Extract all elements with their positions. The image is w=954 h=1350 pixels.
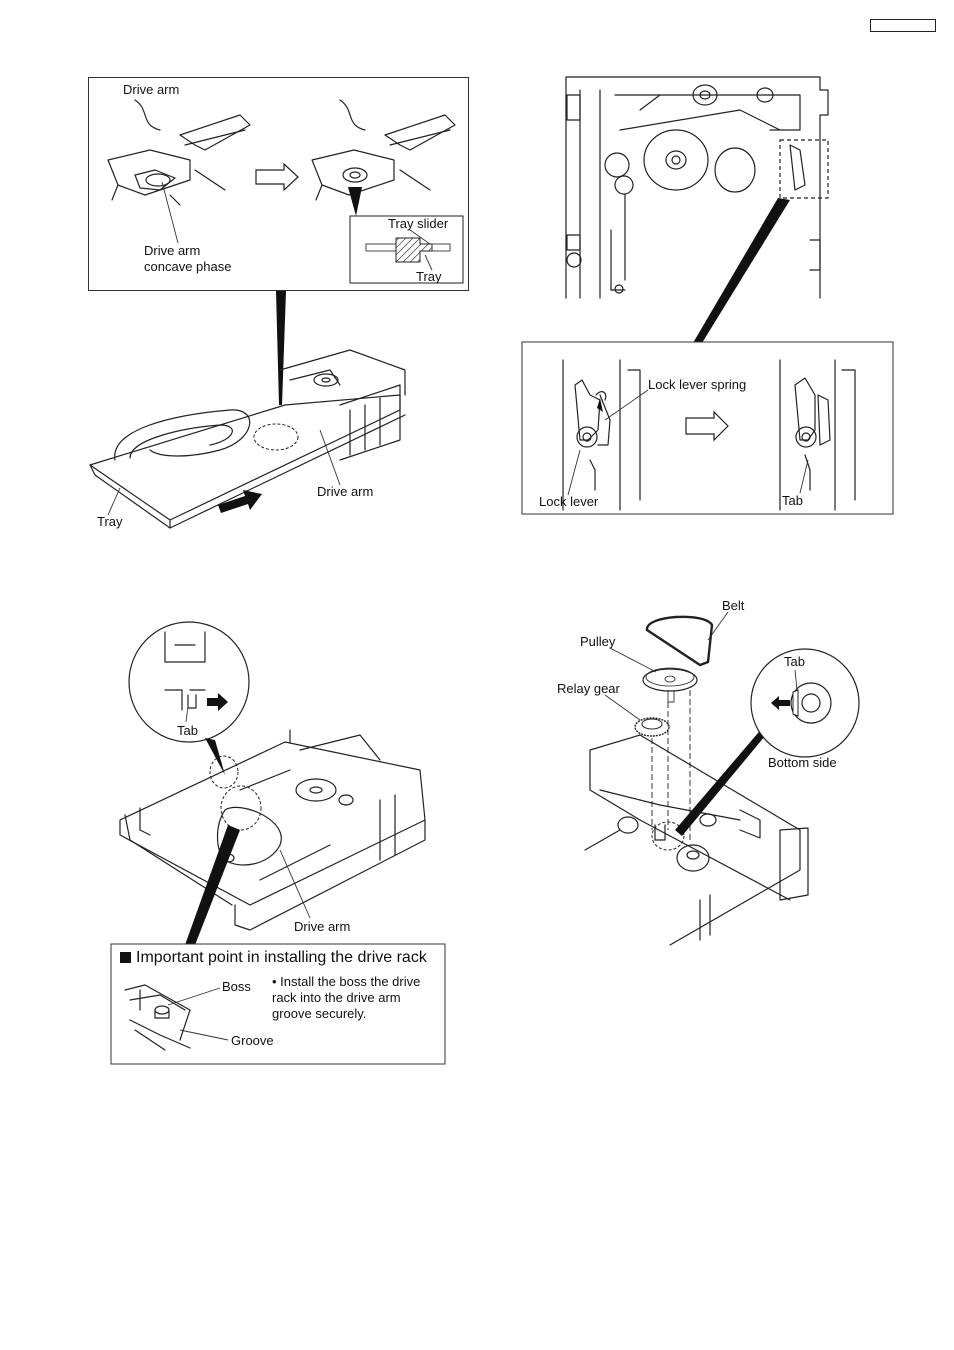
label-bottom-side: Bottom side bbox=[768, 755, 837, 770]
relay-gear-leader-line bbox=[605, 695, 640, 720]
label-relay-gear: Relay gear bbox=[557, 681, 620, 696]
label-pulley: Pulley bbox=[580, 634, 615, 649]
label-belt: Belt bbox=[722, 598, 744, 613]
relay-gear-shape bbox=[635, 718, 669, 736]
belt-shape bbox=[647, 617, 712, 665]
label-tab-fig4: Tab bbox=[784, 654, 805, 669]
assembly-guide-lines bbox=[652, 690, 690, 840]
pulley-leader-line bbox=[610, 648, 656, 672]
connector-pointer-5 bbox=[675, 726, 770, 836]
pulley-shape bbox=[643, 669, 697, 691]
bottom-side-detail-circle bbox=[751, 649, 859, 757]
